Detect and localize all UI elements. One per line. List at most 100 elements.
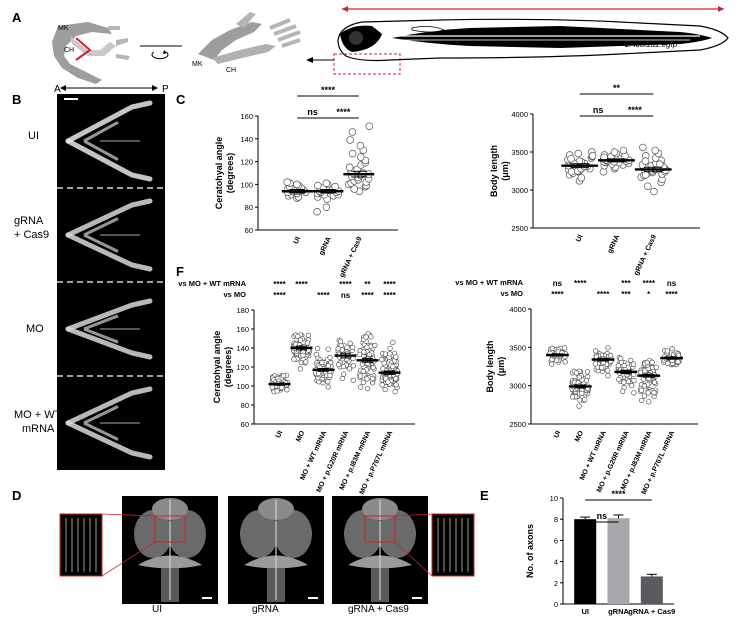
data-point [616,376,622,383]
data-point [313,351,319,358]
sig-label: **** [643,279,656,288]
sig-label: **** [628,105,643,115]
y-axis-label-line: Ceratohyal angle [212,331,222,404]
sig-label: **** [295,280,308,289]
y-axis-label: No. of axons [525,524,535,578]
y-tick-label: 60 [245,226,253,235]
data-point [327,354,333,361]
data-point [346,366,353,372]
data-point [364,344,370,350]
cartilage-image [65,100,153,182]
brain-images [59,496,475,604]
data-point [584,369,591,375]
zoom-bg [59,513,103,577]
row-label-mo: MO [26,323,44,335]
y-tick-label: 80 [241,401,249,410]
data-point [363,334,369,340]
posterior-label: P [162,84,169,95]
data-point [339,375,345,382]
sig-label: **** [273,291,286,300]
data-point [350,377,356,383]
y-tick-label: 4000 [511,110,528,119]
larva-diagram: -1.4col1a1:egfp [306,6,729,75]
data-point [319,359,325,366]
cartilage-image [65,298,153,360]
tectum-left [240,510,278,558]
tectum-left [344,510,382,558]
sig-label: ns [553,279,563,288]
zoom-connector [101,541,156,577]
sig-label: *** [621,290,631,299]
data-point [576,403,582,409]
data-point [664,348,671,354]
data-point [562,359,568,365]
data-point [625,378,632,384]
y-tick-label: 160 [240,112,253,121]
data-point [628,357,634,364]
zoom-grna-cas9 [431,513,475,577]
data-point [656,160,664,168]
y-tick-label: 6 [554,536,558,545]
data-point [269,384,275,391]
cartilage-image [65,386,153,460]
rotate-arrow [140,45,182,60]
row-label-grna-cas9: gRNA+ Cas9 [14,215,49,241]
data-point [379,382,385,388]
y-tick-label: 0 [554,600,558,609]
data-point [641,157,650,165]
sig-label: **** [574,279,587,288]
y-axis-label: Ceratohyal angle(degrees) [214,137,235,210]
data-point [370,364,376,371]
data-point [639,397,645,403]
brain-label-grna-cas9: gRNA + Cas9 [348,604,409,615]
data-point [360,368,366,375]
data-point [340,363,347,370]
data-point [651,379,658,386]
data-point [574,149,583,158]
x-tick-label: gRNA + Cas9 [339,236,364,279]
data-point [350,363,356,369]
ap-axis: A P [54,84,169,95]
cartilage-upper [65,386,153,426]
data-point [579,390,585,396]
data-point [322,203,331,211]
y-axis-label-line: (degrees) [225,153,235,194]
x-tick-label: UI [275,430,284,439]
data-point [639,143,647,152]
data-point [631,390,637,396]
data-point [295,333,301,339]
y-axis-label-line: (μm) [496,357,506,377]
data-point [644,359,650,366]
sig-label: ns [341,291,351,300]
data-point [641,383,648,389]
x-tick-label: gRNA [318,236,333,257]
data-point [653,364,660,370]
ceratohyal [83,405,119,441]
sig-label: **** [361,291,374,300]
brain-grna [228,496,324,604]
ceratohyal [83,217,119,253]
brain-ui [122,496,218,604]
data-point [638,387,645,393]
bar [640,576,663,604]
y-tick-label: 100 [240,180,253,189]
transgene-label: -1.4col1a1:egfp [622,40,678,49]
ch-label-lateral: CH [226,67,236,74]
data-point [280,372,287,379]
data-point [644,182,652,190]
data-point [645,390,651,396]
y-tick-label: 4 [554,558,558,567]
sig-row-label: vs MO + WT mRNA [455,278,523,287]
data-point [387,351,393,357]
bar [574,519,597,604]
x-tick-label: MO [295,429,306,443]
y-tick-label: 2500 [511,224,528,233]
cartilage-lower [65,232,153,272]
panel-label-e: E [480,488,489,503]
data-point [325,378,331,385]
data-point [605,372,611,379]
data-point [605,345,611,351]
